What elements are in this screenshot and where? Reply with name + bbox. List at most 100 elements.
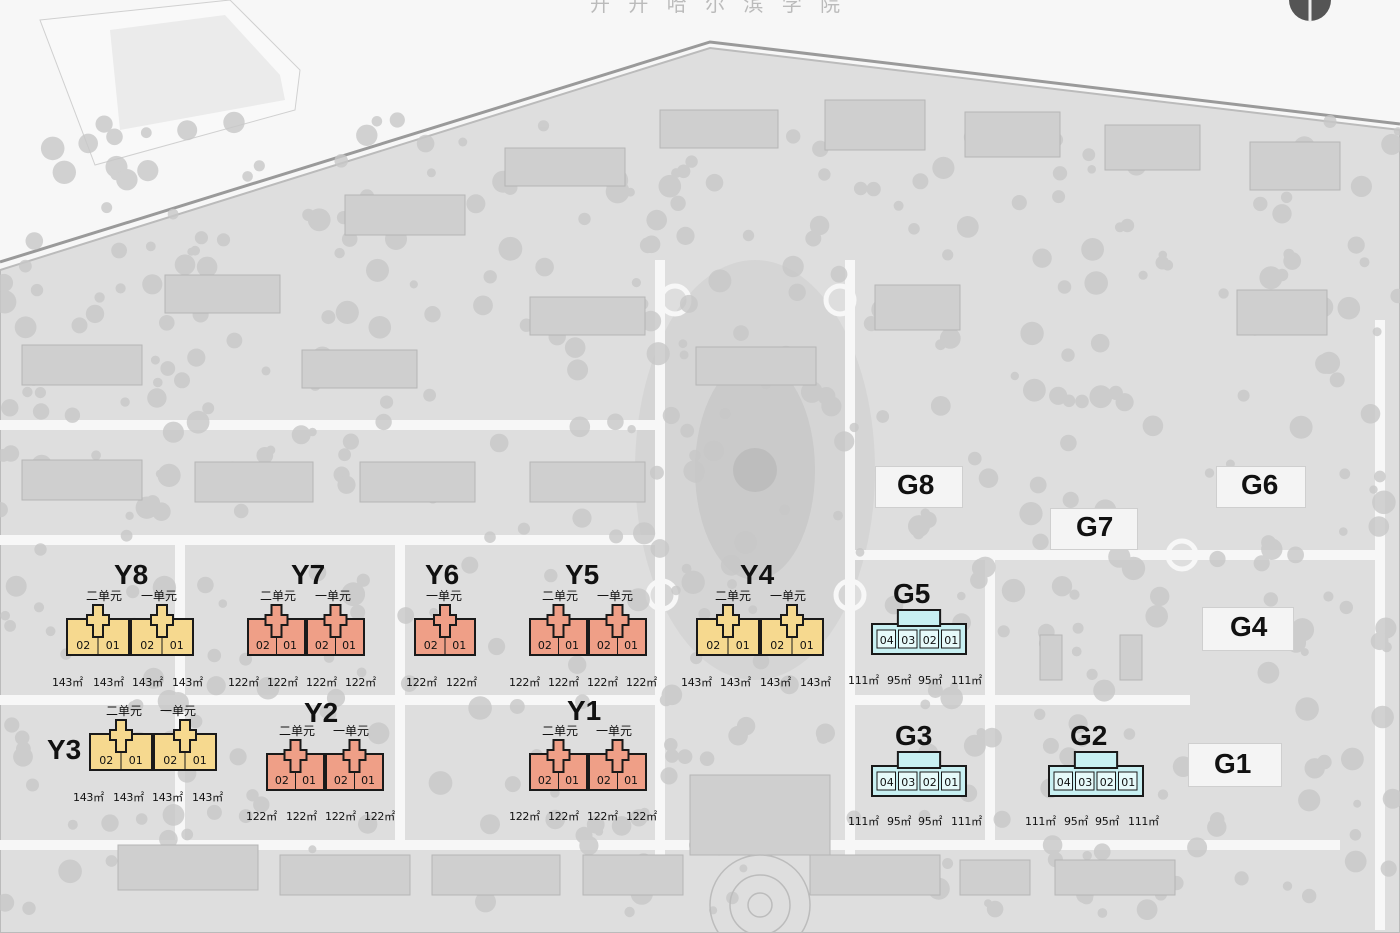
room-cell bbox=[919, 629, 939, 649]
tree bbox=[58, 859, 82, 884]
stair-core bbox=[342, 739, 367, 773]
unit-name: 二单元 bbox=[542, 589, 579, 603]
tree bbox=[71, 317, 88, 334]
tree bbox=[367, 722, 390, 745]
tree bbox=[34, 387, 47, 399]
tree bbox=[111, 242, 127, 259]
tree bbox=[680, 423, 695, 438]
tree bbox=[957, 591, 966, 601]
unit-name: 二单元 bbox=[542, 724, 579, 738]
tree bbox=[326, 688, 346, 708]
tree bbox=[307, 208, 331, 232]
tree bbox=[356, 124, 378, 146]
room-number: 01 bbox=[624, 639, 638, 652]
tree bbox=[942, 858, 954, 869]
room-cell bbox=[876, 629, 896, 649]
tree bbox=[1162, 259, 1174, 271]
room-number: 01 bbox=[170, 639, 184, 652]
tree bbox=[809, 215, 830, 236]
tree bbox=[0, 893, 15, 912]
tree bbox=[661, 684, 683, 706]
tree bbox=[162, 804, 185, 826]
tree bbox=[1084, 271, 1108, 295]
tree bbox=[728, 725, 748, 746]
room-number: 03 bbox=[901, 776, 915, 789]
tree bbox=[400, 675, 418, 692]
unit-name: 二单元 bbox=[106, 704, 143, 718]
tree bbox=[0, 502, 8, 518]
area-label: 95㎡ bbox=[1064, 815, 1089, 828]
tree bbox=[739, 864, 748, 873]
tree bbox=[607, 413, 624, 431]
tree bbox=[1341, 747, 1364, 771]
tree bbox=[1052, 166, 1068, 181]
room-number: 02 bbox=[256, 639, 270, 652]
tree bbox=[575, 694, 590, 709]
tree bbox=[143, 667, 165, 689]
area-label: 143㎡ bbox=[192, 791, 223, 804]
tree bbox=[120, 529, 133, 542]
tree bbox=[568, 655, 587, 674]
tree bbox=[1350, 175, 1372, 197]
room-number: 02 bbox=[597, 774, 611, 787]
tree bbox=[190, 245, 201, 256]
tree bbox=[174, 372, 190, 389]
room-cell bbox=[941, 771, 961, 791]
room-cell bbox=[876, 771, 896, 791]
room-number: 04 bbox=[880, 634, 894, 647]
room-number: 01 bbox=[452, 639, 466, 652]
tree bbox=[939, 328, 961, 349]
tree bbox=[1061, 348, 1075, 362]
room-number: 01 bbox=[342, 639, 356, 652]
tree bbox=[720, 554, 742, 576]
tree bbox=[34, 543, 47, 556]
tree bbox=[727, 579, 737, 590]
tree bbox=[853, 181, 868, 196]
tree bbox=[246, 789, 259, 802]
tree bbox=[338, 448, 351, 462]
tree bbox=[782, 255, 804, 278]
room-number: 02 bbox=[538, 639, 552, 652]
tree bbox=[242, 171, 253, 182]
label-y5: Y5 bbox=[565, 559, 600, 590]
tree bbox=[334, 247, 345, 259]
area-label: 122㎡ bbox=[286, 810, 317, 823]
tree bbox=[1349, 829, 1362, 841]
tree bbox=[120, 397, 130, 407]
site-title: 开 开 哈 尔 滨 学 院 bbox=[590, 0, 847, 16]
tree bbox=[1034, 708, 1046, 720]
tree bbox=[646, 342, 670, 366]
building-tag-g4 bbox=[1202, 607, 1294, 651]
tree bbox=[1019, 501, 1043, 526]
unit-name: 一单元 bbox=[315, 589, 352, 603]
tree bbox=[1052, 190, 1066, 204]
room-number: 01 bbox=[944, 776, 958, 789]
tree bbox=[569, 416, 591, 438]
stair-core bbox=[433, 604, 457, 638]
room-cell bbox=[1118, 771, 1138, 791]
tree bbox=[341, 582, 366, 607]
tree bbox=[483, 270, 497, 284]
tree bbox=[698, 608, 711, 620]
tree bbox=[159, 829, 178, 849]
tree bbox=[1077, 736, 1088, 748]
tree bbox=[650, 539, 670, 558]
tree bbox=[475, 891, 496, 913]
tree bbox=[4, 717, 20, 733]
tree bbox=[734, 531, 758, 554]
tree bbox=[1023, 378, 1046, 402]
area-label: 143㎡ bbox=[172, 676, 203, 689]
tree bbox=[1060, 434, 1077, 452]
tree bbox=[908, 223, 920, 235]
tree bbox=[337, 475, 356, 494]
tree bbox=[416, 134, 435, 153]
room-number: 03 bbox=[901, 634, 915, 647]
tree bbox=[662, 406, 680, 425]
tree bbox=[135, 813, 148, 825]
tree bbox=[152, 575, 177, 600]
tree bbox=[366, 258, 389, 282]
tree bbox=[631, 278, 642, 288]
tree bbox=[1142, 415, 1164, 437]
room-number: 02 bbox=[923, 634, 937, 647]
